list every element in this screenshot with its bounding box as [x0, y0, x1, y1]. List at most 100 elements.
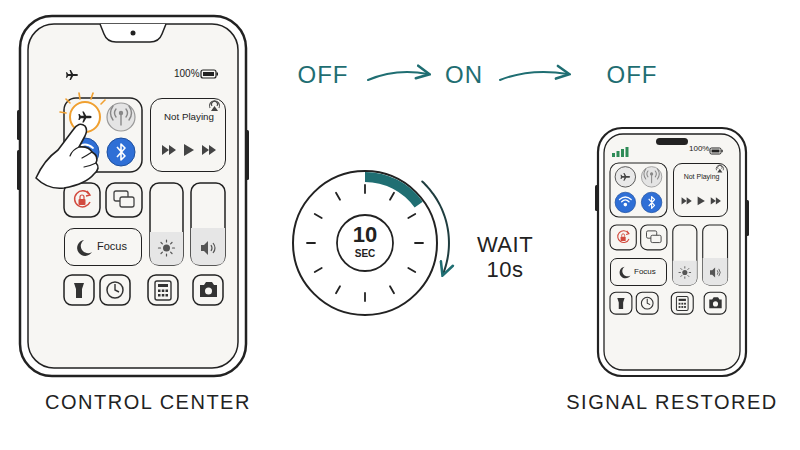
battery-icon: [710, 148, 721, 154]
control-center-tiles: [162, 290, 165, 293]
dial-tick: [390, 193, 394, 200]
control-center-tiles: [202, 145, 209, 155]
state-label: OFF: [283, 61, 363, 89]
control-center-tiles: [162, 294, 165, 297]
timer-unit: SEC: [293, 248, 437, 260]
dial-tick: [315, 268, 322, 272]
battery-percent: 100%: [174, 68, 200, 80]
control-center-tiles: [106, 183, 142, 217]
dial-tick: [336, 286, 340, 293]
dial-tick: [408, 268, 415, 272]
control-center-tiles: [173, 247, 175, 248]
timer-circle: 10SEC: [293, 171, 437, 315]
dial-tick: [336, 193, 340, 200]
pointing-hand: [36, 124, 98, 188]
control-center-tiles: [163, 245, 170, 252]
control-center-tiles: [159, 247, 161, 248]
control-center-tiles: [166, 294, 169, 297]
pointing-hand: [36, 124, 98, 188]
control-center-tiles: [74, 283, 84, 298]
control-center-tiles: [610, 163, 728, 314]
control-center-tiles: [107, 138, 135, 166]
state-label: ON: [436, 61, 492, 89]
focus-label: Focus: [97, 240, 127, 253]
control-center-tiles: [111, 106, 114, 120]
control-center-tiles: [115, 109, 117, 117]
battery-icon: [217, 73, 219, 76]
control-center-tiles: [126, 109, 128, 117]
battery-icon: [710, 148, 723, 154]
tap-highlight: [91, 93, 93, 99]
right-phone: [656, 138, 688, 145]
dial-tick: [390, 286, 394, 293]
control-center-tiles: [211, 106, 218, 111]
control-center-tiles: [158, 290, 161, 293]
pointing-hand: [70, 147, 96, 167]
signal-bars: [612, 147, 629, 157]
tap-highlight: [101, 100, 105, 104]
control-center-tiles: [115, 284, 119, 292]
phone-frame: Not PlayingFocus100%CONTROL CENTER: [20, 16, 246, 376]
signal-bars: [621, 149, 624, 157]
control-center-tiles: [205, 288, 212, 295]
tap-highlight: [79, 93, 80, 99]
battery-icon: [712, 150, 720, 153]
control-center-tiles: [166, 290, 169, 293]
wait-label: WAIT 10s: [470, 232, 540, 283]
flow-arrow: [500, 72, 568, 80]
dial-tick: [307, 242, 315, 244]
control-center-tiles: [191, 228, 225, 265]
dial-tick: [315, 214, 322, 218]
right-phone: [598, 128, 746, 376]
signal-bars: [617, 151, 620, 157]
media-status: Not Playing: [674, 173, 730, 181]
right-phone: [595, 128, 749, 376]
control-center-tiles: [200, 282, 217, 297]
control-center-tiles: [64, 98, 226, 305]
left-phone: [28, 24, 238, 368]
timer-dial: [293, 171, 437, 315]
control-center-tiles: [64, 183, 100, 217]
focus-tile: Focus: [610, 258, 667, 286]
control-center-tiles: [171, 243, 172, 244]
media-status: Not Playing: [151, 111, 227, 122]
control-center-tiles: [158, 294, 161, 297]
control-center-tiles: [201, 241, 208, 255]
control-center-tiles: [129, 106, 132, 120]
control-center-tiles: [117, 144, 125, 160]
focus-tile: Focus: [64, 228, 142, 266]
control-center-tiles: [162, 144, 216, 156]
control-center-tiles: [211, 101, 217, 106]
battery-percent: 100%: [689, 144, 709, 153]
flow-arrow: [368, 72, 428, 80]
right-phone: [604, 134, 740, 370]
left-phone: [17, 16, 249, 376]
dial-tick: [364, 293, 366, 301]
battery-icon: [201, 70, 216, 78]
control-center-tiles: [193, 275, 223, 305]
control-center-tiles: [150, 183, 183, 265]
control-center-tiles: [64, 228, 142, 266]
dial-tick: [408, 214, 415, 218]
status-airplane-icon: [66, 70, 78, 80]
caption-label: SIGNAL RESTORED: [552, 391, 792, 414]
control-center-tiles: [158, 284, 168, 287]
control-center-tiles: [107, 103, 135, 131]
control-center-tiles: [75, 191, 90, 207]
tap-highlight: [60, 112, 66, 113]
battery-icon: [722, 150, 723, 152]
control-center-tiles: [184, 144, 194, 156]
control-center-tiles: [155, 281, 171, 300]
battery-icon: [203, 72, 214, 76]
control-center-tiles: [148, 275, 178, 305]
control-center-tiles: [120, 114, 121, 125]
control-center-tiles: [120, 112, 123, 115]
control-center-tiles: [150, 98, 226, 172]
media-tile: Not Playing: [673, 163, 729, 217]
control-center-tiles: [169, 145, 176, 155]
tap-highlight: [66, 99, 70, 103]
left-phone: [131, 31, 136, 36]
